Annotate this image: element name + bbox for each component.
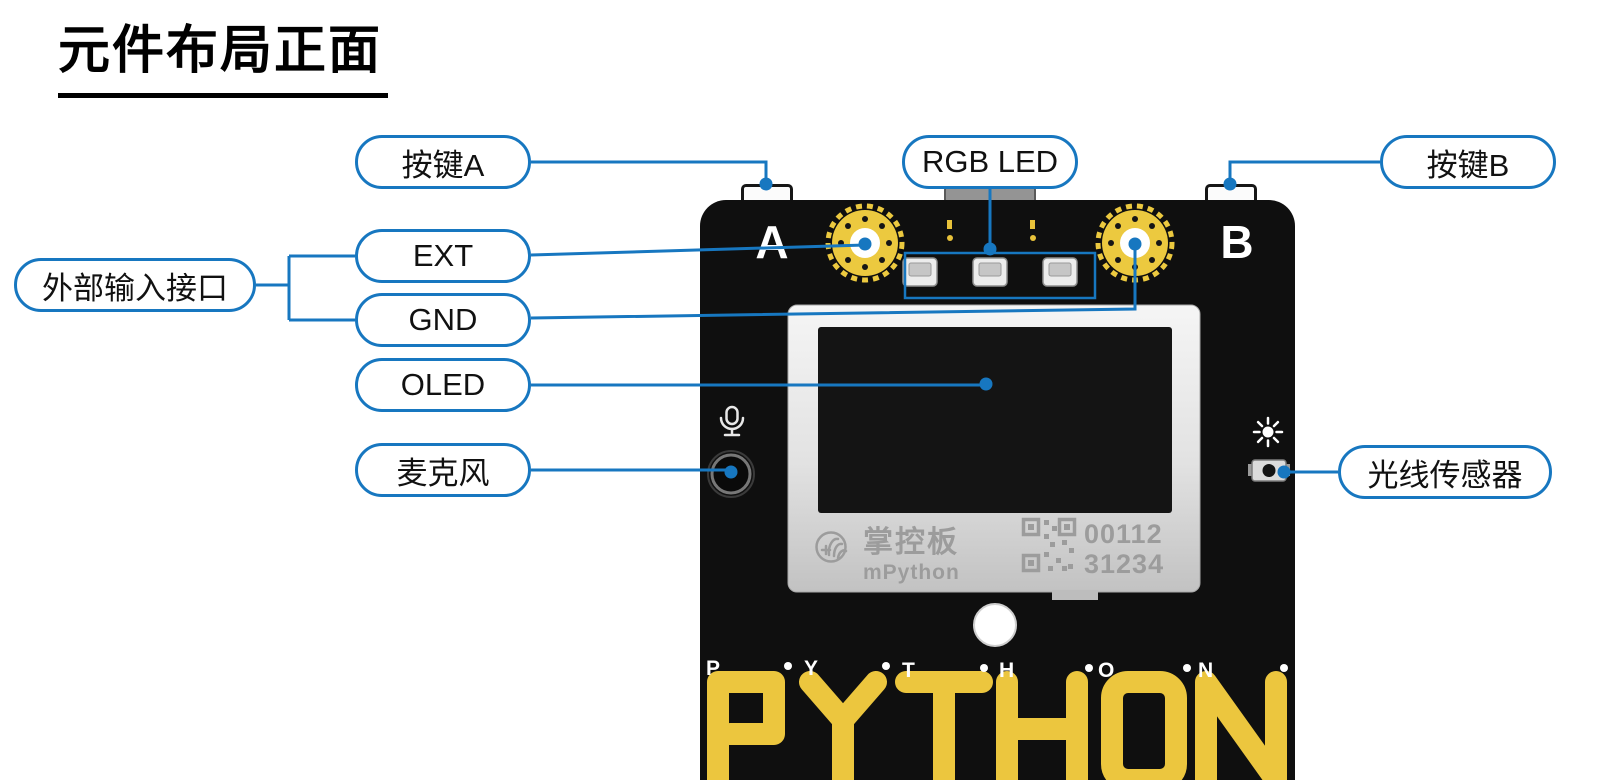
- rgb-led-2: [972, 257, 1008, 287]
- callout-pill-button-b: 按键B: [1380, 135, 1556, 189]
- rgb-leds: [902, 257, 1078, 287]
- board-artwork: A B: [706, 203, 1290, 783]
- ext-touch-ring: [825, 203, 905, 283]
- pad-letter-t: [895, 671, 993, 783]
- pad-label-t: T: [902, 659, 915, 682]
- oled-module: 掌控板 mPython 00112: [787, 304, 1201, 600]
- mpython-board: A B: [700, 200, 1295, 783]
- callout-pill-button-a: 按键A: [355, 135, 531, 189]
- pad-letter-h: [996, 671, 1088, 783]
- connector-ext-input-bracket: [256, 254, 355, 322]
- serial-number-line2: 31234: [1084, 549, 1164, 579]
- microphone-component: [707, 450, 755, 498]
- microphone-icon: [719, 405, 745, 437]
- mounting-hole: [973, 603, 1017, 647]
- pad-label-y: Y: [804, 657, 818, 680]
- python-touch-pads: [707, 671, 1287, 783]
- pad-dots: [784, 662, 1288, 672]
- pad-label-h: H: [999, 659, 1014, 682]
- pad-letter-o: [1101, 671, 1187, 783]
- brand-sub-name: mPython: [863, 561, 960, 584]
- callout-pill-ext: EXT: [355, 229, 531, 283]
- connector-button-a: [531, 160, 773, 191]
- pad-letter-n: [1195, 671, 1287, 783]
- light-sensor-icon: [1252, 416, 1284, 448]
- serial-number-line1: 00112: [1084, 519, 1163, 549]
- callout-pill-microphone: 麦克风: [355, 443, 531, 497]
- brand-name: 掌控板: [863, 526, 959, 559]
- pad-letter-y: [799, 671, 887, 783]
- pad-letter-p: [707, 671, 785, 783]
- pad-label-n: N: [1198, 659, 1213, 682]
- callout-pill-ext-input: 外部输入接口: [14, 258, 256, 312]
- oled-screen: [818, 327, 1172, 513]
- callout-pill-gnd: GND: [355, 293, 531, 347]
- qr-code: [1021, 517, 1077, 573]
- pad-label-p: P: [706, 657, 720, 680]
- light-sensor-component: [1248, 459, 1290, 482]
- page-title: 元件布局正面: [58, 8, 389, 98]
- board-label-b: B: [1220, 216, 1253, 268]
- pad-label-o: O: [1098, 659, 1114, 682]
- callout-pill-oled: OLED: [355, 358, 531, 412]
- solder-pads: [947, 220, 1036, 241]
- callout-pill-light-sensor: 光线传感器: [1338, 445, 1552, 499]
- gnd-touch-ring: [1095, 203, 1175, 283]
- rgb-led-3: [1042, 257, 1078, 287]
- mpython-logo: [815, 531, 848, 563]
- python-pad-labels: P Y T H O N: [706, 657, 1288, 682]
- callout-pill-rgb-led: RGB LED: [902, 135, 1078, 189]
- board-label-a: A: [755, 216, 788, 268]
- rgb-led-1: [902, 257, 938, 287]
